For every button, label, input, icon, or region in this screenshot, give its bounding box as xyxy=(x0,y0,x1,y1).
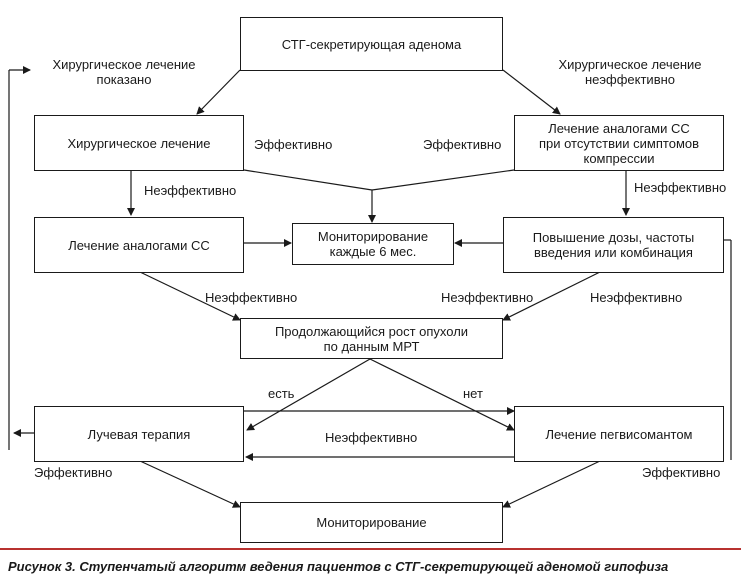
adenoma-label: СТГ-секретирующая аденома xyxy=(281,36,462,52)
radiation-box: Лучевая терапия xyxy=(34,406,244,462)
dose-increase-label: Повышение дозы, частоты введения или ком… xyxy=(532,230,695,260)
surgery-indicated-label: Хирургическое лечение показано xyxy=(52,57,196,87)
effective-label-right: Эффективно xyxy=(423,137,502,152)
dose-increase-box: Повышение дозы, частоты введения или ком… xyxy=(503,217,724,273)
surgery-box-label: Хирургическое лечение xyxy=(67,135,211,151)
ss-no-compression-box: Лечение аналогами СС при отсутствии симп… xyxy=(514,115,724,171)
effective-bottom-left-label: Эффективно xyxy=(34,465,113,480)
ss-no-compression-label: Лечение аналогами СС при отсутствии симп… xyxy=(538,120,700,166)
monitoring-6m-box: Мониторирование каждые 6 мес. xyxy=(292,223,454,265)
ss-analogs-box: Лечение аналогами СС xyxy=(34,217,244,273)
radiation-label: Лучевая терапия xyxy=(87,426,191,442)
monitoring-6m-label: Мониторирование каждые 6 мес. xyxy=(317,229,429,259)
ineffective-label-5: Неэффективно xyxy=(590,290,683,305)
surgery-box: Хирургическое лечение xyxy=(34,115,244,171)
caption-divider xyxy=(0,548,741,550)
ineffective-mid-label: Неэффективно xyxy=(325,430,418,445)
tumor-growth-box: Продолжающийся рост опухоли по данным МР… xyxy=(240,318,503,359)
pegvisomant-box: Лечение пегвисомантом xyxy=(514,406,724,462)
adenoma-box: СТГ-секретирующая аденома xyxy=(240,17,503,71)
pegvisomant-label: Лечение пегвисомантом xyxy=(545,426,693,442)
surgery-ineffective-label: Хирургическое лечение неэффективно xyxy=(558,57,702,87)
no-label: нет xyxy=(463,386,483,401)
effective-bottom-right-label: Эффективно xyxy=(642,465,721,480)
ineffective-label-1: Неэффективно xyxy=(144,183,237,198)
effective-label-left: Эффективно xyxy=(254,137,333,152)
yes-label: есть xyxy=(268,386,295,401)
ss-analogs-label: Лечение аналогами СС xyxy=(68,237,210,253)
ineffective-label-2: Неэффективно xyxy=(634,180,727,195)
figure-caption: Рисунок 3. Ступенчатый алгоритм ведения … xyxy=(8,559,669,574)
tumor-growth-label: Продолжающийся рост опухоли по данным МР… xyxy=(274,323,469,354)
monitoring-box: Мониторирование xyxy=(240,502,503,543)
ineffective-label-4: Неэффективно xyxy=(441,290,534,305)
monitoring-label: Мониторирование xyxy=(316,515,427,530)
ineffective-label-3: Неэффективно xyxy=(205,290,298,305)
